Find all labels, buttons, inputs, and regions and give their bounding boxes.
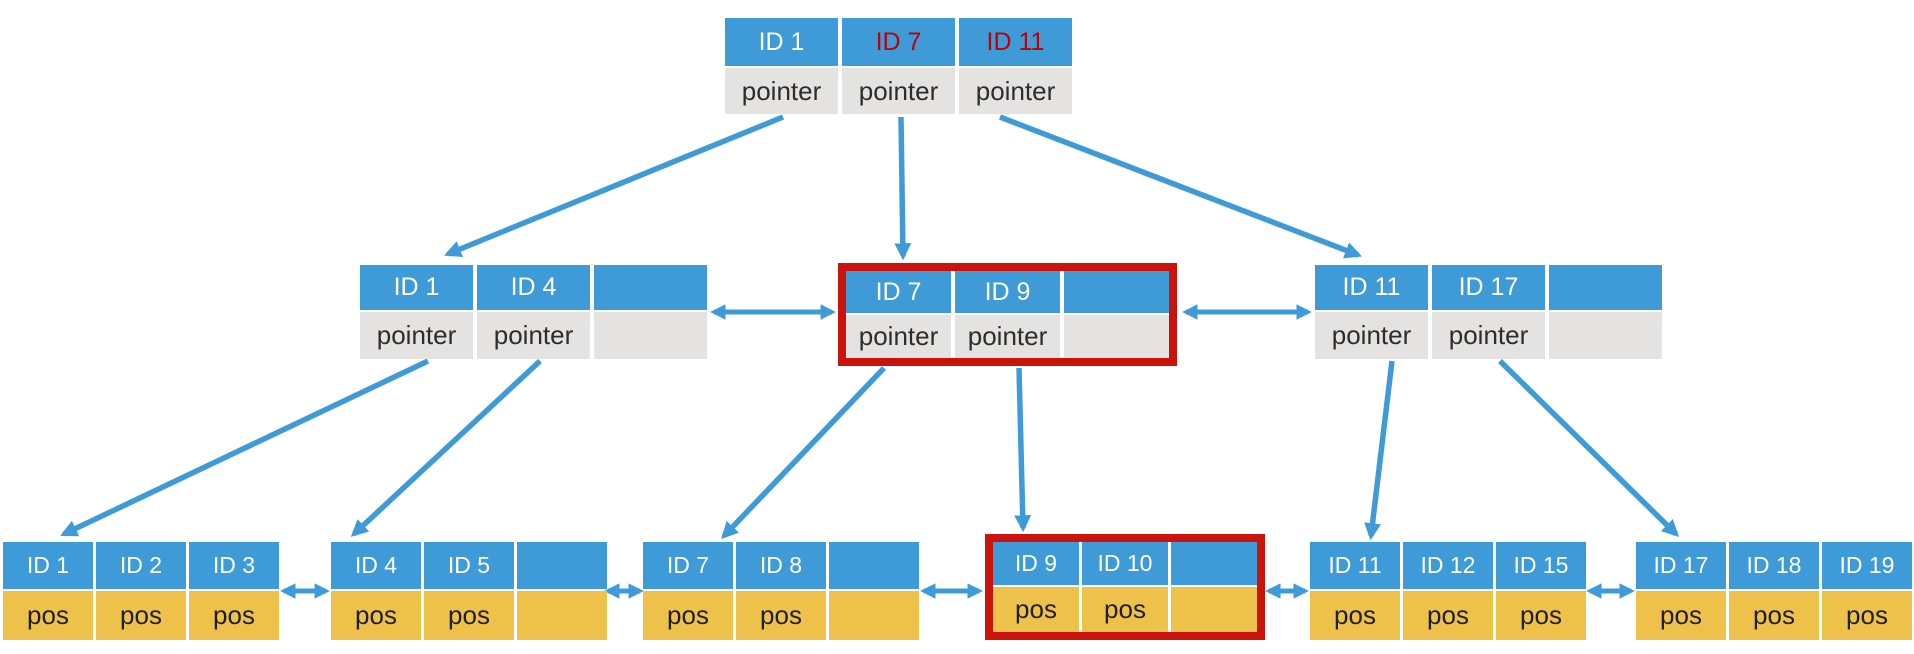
internal-pointer-cell-empty [1549,312,1662,359]
root-pointer-cell: pointer [842,68,955,114]
internal-pointer-cell-empty [1064,315,1169,358]
internal-key-cell-empty [1549,265,1662,310]
leaf-pos-cell: pos [643,591,733,640]
leaf-node-2: ID 4 ID 5 pos pos [331,542,607,640]
root-key-cell: ID 11 [959,18,1072,66]
leaf-key-cell: ID 19 [1822,542,1912,589]
leaf-key-cell: ID 3 [189,542,279,589]
leaf-pos-cell: pos [1496,591,1586,640]
leaf-pos-cell: pos [1729,591,1819,640]
internal-key-cell: ID 9 [955,271,1060,313]
leaf-key-cell: ID 12 [1403,542,1493,589]
arrow-internal-center-to-leaf4 [1014,367,1032,533]
root-key-cell: ID 7 [842,18,955,66]
leaf-node-5: ID 11 ID 12 ID 15 pos pos pos [1310,542,1586,640]
arrow-internal-right-to-leaf6 [1498,359,1680,537]
internal-pointer-cell: pointer [1315,312,1428,359]
leaf-node-6: ID 17 ID 18 ID 19 pos pos pos [1636,542,1912,640]
internal-pointer-cell: pointer [360,312,473,359]
leaf-key-cell: ID 8 [736,542,826,589]
leaf-pos-cell-empty [829,591,919,640]
leaf-key-cell: ID 18 [1729,542,1819,589]
leaf-pos-cell: pos [424,591,514,640]
internal-key-cell-empty [594,265,707,310]
root-pointer-cell: pointer [725,68,838,114]
internal-pointer-cell: pointer [846,315,951,358]
internal-key-cell: ID 11 [1315,265,1428,310]
internal-pointer-cell: pointer [1432,312,1545,359]
leaf-pos-cell: pos [993,587,1079,632]
leaf-pos-cell: pos [1822,591,1912,640]
internal-node-right: ID 11 ID 17 pointer pointer [1315,265,1662,359]
internal-key-cell: ID 4 [477,265,590,310]
leaf-key-cell: ID 1 [3,542,93,589]
arrow-root-to-internal-right [999,114,1362,259]
leaf-pos-cell: pos [1082,587,1168,632]
leaf-node-1: ID 1 ID 2 ID 3 pos pos pos [3,542,279,640]
leaf-key-cell: ID 15 [1496,542,1586,589]
arrow-internal-left-to-leaf1 [60,358,430,537]
arrow-internal-center-to-leaf3 [721,366,886,540]
internal-node-left: ID 1 ID 4 pointer pointer [360,265,707,359]
internal-key-cell: ID 17 [1432,265,1545,310]
leaf-pos-cell: pos [96,591,186,640]
leaf-key-cell-empty [829,542,919,589]
internal-pointer-cell: pointer [477,312,590,359]
leaf-key-cell: ID 2 [96,542,186,589]
internal-key-cell-empty [1064,271,1169,313]
root-key-cell: ID 1 [725,18,838,66]
leaf-pos-cell: pos [3,591,93,640]
leaf-key-cell: ID 4 [331,542,421,589]
root-node: ID 1 ID 7 ID 11 pointer pointer pointer [725,18,1072,114]
leaf-key-cell: ID 9 [993,542,1079,585]
leaf-key-cell: ID 5 [424,542,514,589]
leaf-key-cell: ID 11 [1310,542,1400,589]
leaf-pos-cell: pos [1636,591,1726,640]
leaf-pos-cell-empty [517,591,607,640]
arrow-root-to-internal-left [444,114,785,258]
leaf-node-3: ID 7 ID 8 pos pos [643,542,919,640]
leaf-key-cell-empty [517,542,607,589]
leaf-pos-cell-empty [1171,587,1257,632]
internal-pointer-cell-empty [594,312,707,359]
leaf-key-cell: ID 10 [1082,542,1168,585]
leaf-pos-cell: pos [1310,591,1400,640]
leaf-pos-cell: pos [736,591,826,640]
leaf-key-cell: ID 7 [643,542,733,589]
root-pointer-cell: pointer [959,68,1072,114]
leaf-key-cell-empty [1171,542,1257,585]
leaf-pos-cell: pos [1403,591,1493,640]
leaf-node-4-highlighted: ID 9 ID 10 pos pos [985,534,1265,640]
internal-node-center-highlighted: ID 7 ID 9 pointer pointer [838,263,1177,366]
leaf-pos-cell: pos [189,591,279,640]
leaf-pos-cell: pos [331,591,421,640]
internal-pointer-cell: pointer [955,315,1060,358]
leaf-key-cell: ID 17 [1636,542,1726,589]
internal-key-cell: ID 1 [360,265,473,310]
arrow-internal-right-to-leaf5 [1364,360,1395,541]
internal-key-cell: ID 7 [846,271,951,313]
arrow-root-to-internal-center [894,116,912,261]
arrow-internal-left-to-leaf2 [350,358,542,537]
